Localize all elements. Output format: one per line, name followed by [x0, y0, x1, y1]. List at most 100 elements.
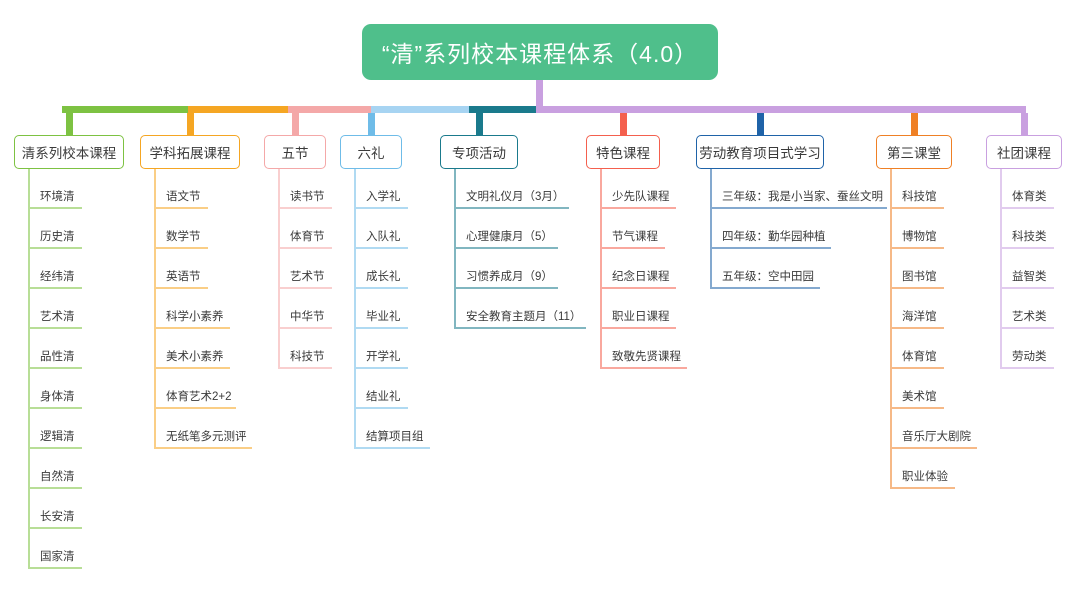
leaf-item[interactable]: 三年级：我是小当家、蚕丝文明 — [710, 169, 887, 209]
leaf-item-label: 科技类 — [1012, 231, 1047, 244]
leaf-item[interactable]: 数学节 — [154, 209, 240, 249]
branch-column: 特色课程少先队课程节气课程纪念日课程职业日课程致敬先贤课程 — [586, 135, 688, 369]
branch-header[interactable]: 学科拓展课程 — [140, 135, 240, 169]
leaf-item[interactable]: 长安清 — [28, 489, 124, 529]
leaf-item[interactable]: 体育类 — [1000, 169, 1062, 209]
leaf-item-label: 心理健康月（5） — [466, 231, 553, 244]
leaf-item[interactable]: 科技节 — [278, 329, 332, 369]
leaf-item[interactable]: 习惯养成月（9） — [454, 249, 558, 289]
leaf-list: 语文节数学节英语节科学小素养美术小素养体育艺术2+2 无纸笔多元测评 — [154, 169, 253, 449]
leaf-item-label: 劳动类 — [1012, 351, 1047, 364]
leaf-item-label: 五年级：空中田园 — [722, 271, 814, 284]
branch-header[interactable]: 专项活动 — [440, 135, 518, 169]
leaf-item[interactable]: 语文节 — [154, 169, 240, 209]
leaf-item[interactable]: 结业礼 — [354, 369, 408, 409]
leaf-item[interactable]: 体育节 — [278, 209, 332, 249]
root-node[interactable]: “清”系列校本课程体系（4.0） — [362, 24, 718, 80]
leaf-item[interactable]: 劳动类 — [1000, 329, 1062, 369]
leaf-item[interactable]: 结算项目组 — [354, 409, 430, 449]
leaf-item[interactable]: 历史清 — [28, 209, 124, 249]
leaf-item[interactable]: 四年级：勤华园种植 — [710, 209, 831, 249]
leaf-item[interactable]: 美术小素养 — [154, 329, 240, 369]
branch-header-label: 六礼 — [357, 146, 385, 161]
branch-connector-4 — [475, 113, 483, 135]
branch-column: 六礼入学礼入队礼成长礼毕业礼开学礼结业礼结算项目组 — [340, 135, 430, 449]
branch-header-label: 劳动教育项目式学习 — [699, 146, 821, 161]
leaf-item[interactable]: 益智类 — [1000, 249, 1062, 289]
branch-header-label: 第三课堂 — [887, 146, 941, 161]
leaf-item-label: 体育艺术2+2 — [166, 391, 232, 404]
leaf-underline — [456, 327, 586, 329]
leaf-underline — [602, 247, 665, 249]
leaf-underline — [456, 287, 558, 289]
leaf-item[interactable]: 艺术节 — [278, 249, 332, 289]
branch-connector-6 — [756, 113, 764, 135]
leaf-item-label: 四年级：勤华园种植 — [722, 231, 826, 244]
leaf-item[interactable]: 体育馆 — [890, 329, 952, 369]
leaf-underline — [156, 327, 230, 329]
branch-connector-1 — [186, 113, 194, 135]
leaf-underline — [356, 327, 408, 329]
leaf-underline — [602, 367, 688, 369]
leaf-item[interactable]: 图书馆 — [890, 249, 952, 289]
leaf-item[interactable]: 科学小素养 — [154, 289, 240, 329]
leaf-item-label: 海洋馆 — [902, 311, 937, 324]
leaf-item[interactable]: 开学礼 — [354, 329, 408, 369]
branch-header-label: 五节 — [281, 146, 309, 161]
leaf-underline — [280, 287, 332, 289]
leaf-underline — [1002, 207, 1054, 209]
branch-header[interactable]: 第三课堂 — [876, 135, 952, 169]
leaf-item[interactable]: 节气课程 — [600, 209, 665, 249]
branch-header[interactable]: 社团课程 — [986, 135, 1062, 169]
leaf-item[interactable]: 读书节 — [278, 169, 332, 209]
leaf-item[interactable]: 美术馆 — [890, 369, 952, 409]
leaf-item[interactable]: 少先队课程 — [600, 169, 676, 209]
leaf-item[interactable]: 文明礼仪月（3月） — [454, 169, 570, 209]
leaf-underline — [30, 247, 82, 249]
leaf-item[interactable]: 安全教育主题月（11） — [454, 289, 586, 329]
branch-header[interactable]: 清系列校本课程 — [14, 135, 124, 169]
leaf-item[interactable]: 英语节 — [154, 249, 240, 289]
leaf-item[interactable]: 逻辑清 — [28, 409, 124, 449]
branch-header[interactable]: 六礼 — [340, 135, 402, 169]
leaf-item[interactable]: 科技馆 — [890, 169, 952, 209]
leaf-item[interactable]: 自然清 — [28, 449, 124, 489]
leaf-item[interactable]: 博物馆 — [890, 209, 952, 249]
leaf-item[interactable]: 品性清 — [28, 329, 124, 369]
leaf-underline — [356, 447, 430, 449]
leaf-list: 三年级：我是小当家、蚕丝文明四年级：勤华园种植五年级：空中田园 — [710, 169, 887, 289]
branch-header[interactable]: 劳动教育项目式学习 — [696, 135, 824, 169]
leaf-item[interactable]: 无纸笔多元测评 — [154, 409, 253, 449]
leaf-item[interactable]: 职业日课程 — [600, 289, 676, 329]
leaf-item[interactable]: 艺术类 — [1000, 289, 1062, 329]
branch-header-label: 学科拓展课程 — [149, 146, 231, 161]
leaf-item-label: 体育节 — [290, 231, 325, 244]
branch-header[interactable]: 特色课程 — [586, 135, 660, 169]
leaf-item[interactable]: 环境清 — [28, 169, 124, 209]
leaf-item[interactable]: 五年级：空中田园 — [710, 249, 824, 289]
leaf-item[interactable]: 职业体验 — [890, 449, 955, 489]
leaf-item[interactable]: 音乐厅大剧院 — [890, 409, 978, 449]
leaf-item-label: 艺术类 — [1012, 311, 1047, 324]
leaf-item[interactable]: 入学礼 — [354, 169, 408, 209]
leaf-item[interactable]: 致敬先贤课程 — [600, 329, 688, 369]
leaf-item[interactable]: 纪念日课程 — [600, 249, 676, 289]
leaf-item[interactable]: 艺术清 — [28, 289, 124, 329]
leaf-item[interactable]: 心理健康月（5） — [454, 209, 558, 249]
leaf-item[interactable]: 毕业礼 — [354, 289, 408, 329]
leaf-item[interactable]: 入队礼 — [354, 209, 408, 249]
branch-header[interactable]: 五节 — [264, 135, 326, 169]
leaf-item[interactable]: 海洋馆 — [890, 289, 952, 329]
leaf-underline — [712, 247, 831, 249]
leaf-spine — [278, 169, 280, 369]
leaf-item[interactable]: 中华节 — [278, 289, 332, 329]
branch-header-label: 特色课程 — [596, 146, 650, 161]
leaf-item[interactable]: 体育艺术2+2 — [154, 369, 240, 409]
leaf-item[interactable]: 身体清 — [28, 369, 124, 409]
leaf-item[interactable]: 国家清 — [28, 529, 124, 569]
leaf-item[interactable]: 经纬清 — [28, 249, 124, 289]
leaf-item[interactable]: 科技类 — [1000, 209, 1062, 249]
leaf-item[interactable]: 成长礼 — [354, 249, 408, 289]
leaf-item-label: 美术馆 — [902, 391, 937, 404]
leaf-list: 入学礼入队礼成长礼毕业礼开学礼结业礼结算项目组 — [354, 169, 430, 449]
